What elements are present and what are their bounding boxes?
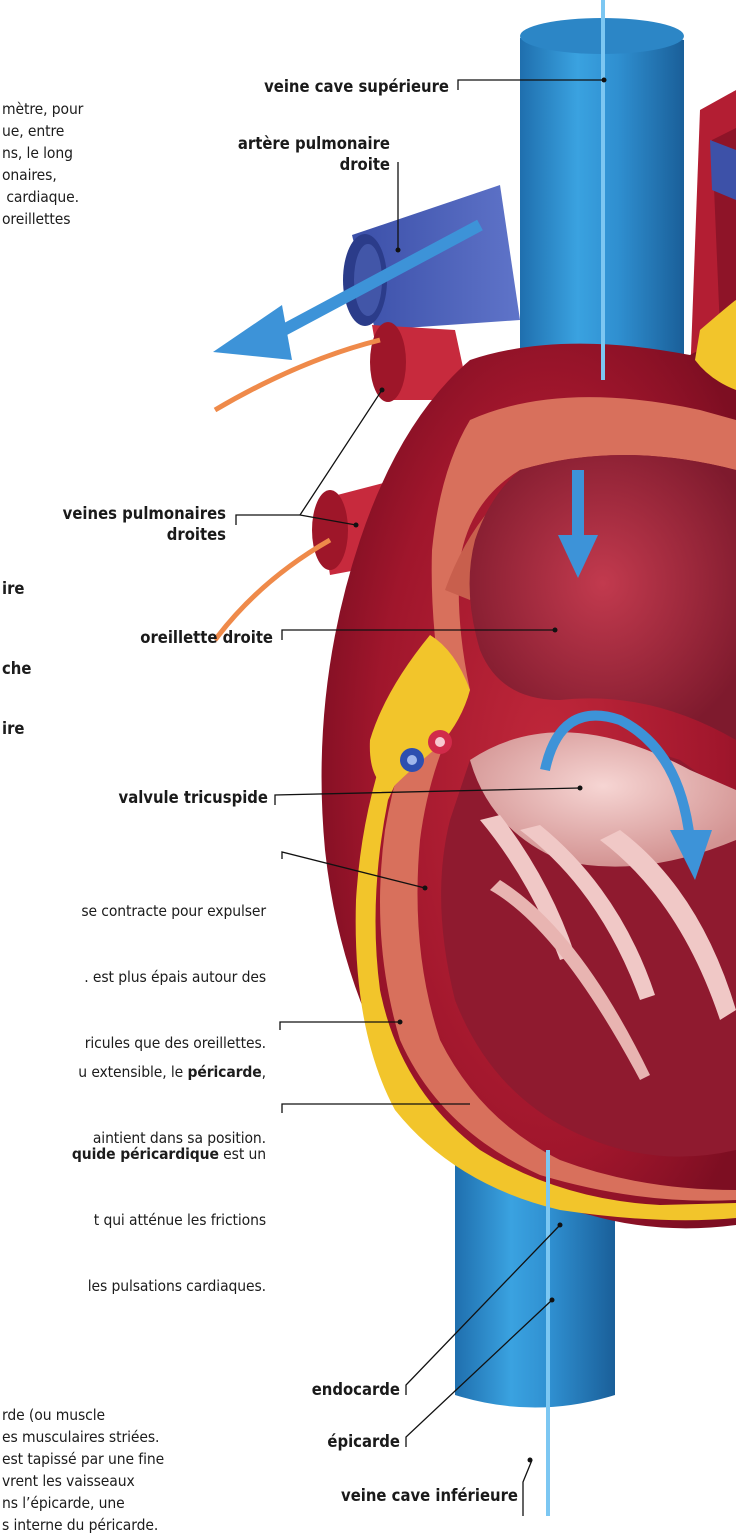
label-veine-cave-superieure: veine cave supérieure — [264, 76, 449, 97]
intro-paragraph: mètre, pour ue, entre ns, le long onaire… — [2, 76, 83, 230]
cut-label-2: che — [2, 659, 31, 678]
label-oreillette-droite: oreillette droite — [140, 627, 273, 648]
label-endocarde: endocarde — [312, 1379, 400, 1400]
label-valvule-tricuspide: valvule tricuspide — [119, 787, 268, 808]
label-veine-cave-inferieure: veine cave inférieure — [341, 1485, 518, 1506]
label-artere-pulmonaire-droite: artère pulmonaire droite — [238, 133, 390, 175]
cut-label-3: ire — [2, 719, 24, 738]
bottom-paragraph: rde (ou muscle es musculaires striées. e… — [2, 1382, 164, 1536]
liquide-pericardique-text: quide péricardique est un t qui atténue … — [72, 1099, 266, 1341]
label-epicarde: épicarde — [327, 1431, 400, 1452]
label-veines-pulmonaires-droites: veines pulmonaires droites — [63, 503, 226, 545]
cut-label-1: ire — [2, 579, 24, 598]
